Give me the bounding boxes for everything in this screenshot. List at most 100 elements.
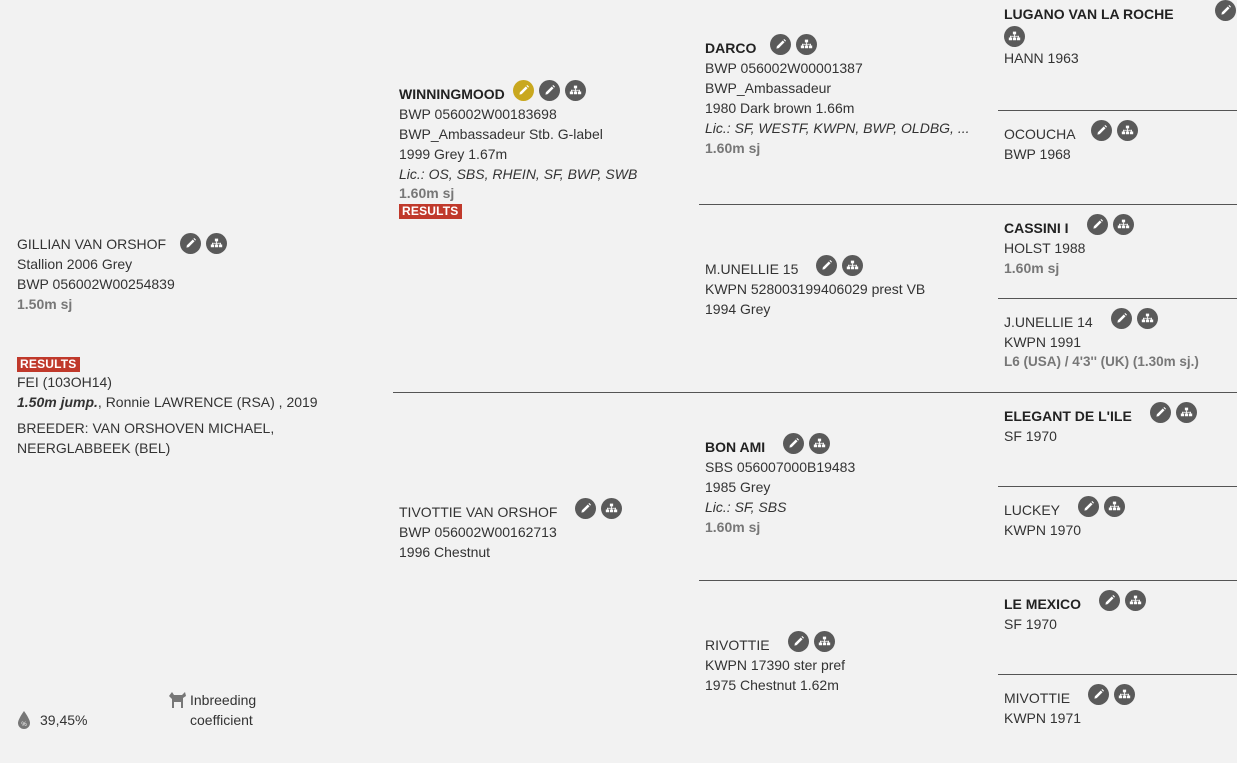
dam-info: 1996 Chestnut xyxy=(399,544,491,560)
gp-ds-registration: SBS 056007000B19483 xyxy=(705,459,856,475)
gp-ds-name[interactable]: BON AMI xyxy=(705,439,766,455)
ggp-sdd-info: KWPN 1991 xyxy=(1004,334,1082,350)
pencil-icon[interactable] xyxy=(1099,589,1121,611)
subject-sport: 1.50m sj xyxy=(17,296,73,312)
ggp-dds-name[interactable]: LE MEXICO xyxy=(1004,596,1082,612)
pencil-icon[interactable] xyxy=(1149,401,1171,423)
sire-licences: Lic.: OS, SBS, RHEIN, SF, BWP, SWB xyxy=(399,166,638,182)
ggp-sdd-name[interactable]: J.UNELLIE 14 xyxy=(1004,314,1093,330)
ggp-sdd-sport: L6 (USA) / 4'3'' (UK) (1.30m sj.) xyxy=(1004,354,1199,369)
ggp-sds-sport: 1.60m sj xyxy=(1004,260,1060,276)
results-button[interactable]: RESULTS xyxy=(17,357,80,372)
pencil-icon[interactable] xyxy=(816,254,838,276)
pencil-icon[interactable] xyxy=(1088,683,1110,705)
pencil-icon[interactable] xyxy=(1090,119,1112,141)
drop-percent-icon: % xyxy=(18,711,30,729)
ggp-ssd-info: BWP 1968 xyxy=(1004,146,1071,162)
ggp-dds-info: SF 1970 xyxy=(1004,616,1057,632)
subject-info: Stallion 2006 Grey xyxy=(17,256,133,272)
pedigree-tree-icon[interactable] xyxy=(1136,307,1158,329)
inbreeding-label-block[interactable]: Inbreeding coefficient xyxy=(166,690,256,730)
pedigree-tree-icon[interactable] xyxy=(564,79,586,101)
divider xyxy=(699,204,1237,205)
great-grandparent-sss: LUGANO VAN LA ROCHE HANN 1963 xyxy=(1004,0,1236,68)
subject-results: RESULTS FEI (103OH14) 1.50m jump., Ronni… xyxy=(17,355,377,458)
gp-ss-studbook: BWP_Ambassadeur xyxy=(705,80,832,96)
grandparent-sd: M.UNELLIE 15 KWPN 528003199406029 prest … xyxy=(705,254,990,319)
ggp-dss-name[interactable]: ELEGANT DE L'ILE xyxy=(1004,408,1132,424)
ggp-dsd-info: KWPN 1970 xyxy=(1004,522,1082,538)
pencil-icon[interactable] xyxy=(575,497,597,519)
best-result-level: 1.50m jump. xyxy=(17,394,98,410)
ggp-sss-name[interactable]: LUGANO VAN LA ROCHE xyxy=(1004,6,1174,22)
grandparent-ds: BON AMI SBS 056007000B19483 1985 Grey Li… xyxy=(705,432,990,537)
divider xyxy=(998,298,1237,299)
subject-panel: GILLIAN VAN ORSHOF Stallion 2006 Grey BW… xyxy=(17,233,377,314)
divider xyxy=(393,392,1237,393)
ggp-dss-info: SF 1970 xyxy=(1004,428,1057,444)
gp-sd-name[interactable]: M.UNELLIE 15 xyxy=(705,261,799,277)
pedigree-tree-icon[interactable] xyxy=(1112,213,1134,235)
inbreeding-label-2: coefficient xyxy=(190,712,253,728)
pedigree-tree-icon[interactable] xyxy=(813,630,835,652)
pedigree-tree-icon[interactable] xyxy=(1175,401,1197,423)
great-grandparent-dsd: LUCKEY KWPN 1970 xyxy=(1004,495,1234,540)
ggp-ddd-info: KWPN 1971 xyxy=(1004,710,1082,726)
breeder-line-2: NEERGLABBEEK (BEL) xyxy=(17,440,171,456)
horse-icon xyxy=(169,692,186,708)
sire-name[interactable]: WINNINGMOOD xyxy=(399,86,505,102)
gold-pencil-icon[interactable] xyxy=(512,79,534,101)
pedigree-tree-icon[interactable] xyxy=(1104,495,1126,517)
sire-results-button[interactable]: RESULTS xyxy=(399,204,462,219)
ggp-sds-name[interactable]: CASSINI I xyxy=(1004,220,1069,236)
pencil-icon[interactable] xyxy=(1215,0,1236,21)
ggp-ssd-name[interactable]: OCOUCHA xyxy=(1004,126,1076,142)
inbreeding-label-1: Inbreeding xyxy=(190,692,257,708)
gp-sd-info: 1994 Grey xyxy=(705,301,771,317)
pencil-icon[interactable] xyxy=(538,79,560,101)
gp-dd-name[interactable]: RIVOTTIE xyxy=(705,637,770,653)
sire-info: 1999 Grey 1.67m xyxy=(399,146,508,162)
ggp-dsd-name[interactable]: LUCKEY xyxy=(1004,502,1061,518)
pedigree-tree-icon[interactable] xyxy=(1114,683,1136,705)
great-grandparent-ddd: MIVOTTIE KWPN 1971 xyxy=(1004,683,1234,728)
divider xyxy=(998,110,1237,111)
ggp-sss-info: HANN 1963 xyxy=(1004,50,1079,66)
pencil-icon[interactable] xyxy=(770,33,792,55)
pedigree-tree-icon[interactable] xyxy=(842,254,864,276)
pedigree-tree-icon[interactable] xyxy=(601,497,623,519)
dam-name[interactable]: TIVOTTIE VAN ORSHOF xyxy=(399,504,558,520)
gp-ss-registration: BWP 056002W00001387 xyxy=(705,60,863,76)
pencil-icon[interactable] xyxy=(1110,307,1132,329)
gp-dd-registration: KWPN 17390 ster pref xyxy=(705,657,846,673)
sire-panel: WINNINGMOOD BWP 056002W00183698 BWP_Amba… xyxy=(399,79,689,219)
gp-dd-info: 1975 Chestnut 1.62m xyxy=(705,677,839,693)
pencil-icon[interactable] xyxy=(180,233,202,254)
gp-ds-licences: Lic.: SF, SBS xyxy=(705,499,787,515)
pedigree-tree-icon[interactable] xyxy=(1004,25,1025,47)
pedigree-tree-icon[interactable] xyxy=(1125,589,1147,611)
great-grandparent-dss: ELEGANT DE L'ILE SF 1970 xyxy=(1004,401,1234,446)
great-grandparent-ssd: OCOUCHA BWP 1968 xyxy=(1004,119,1234,164)
pedigree-tree-icon[interactable] xyxy=(1116,119,1138,141)
gp-ss-licences: Lic.: SF, WESTF, KWPN, BWP, OLDBG, ... xyxy=(705,120,970,136)
pedigree-tree-icon[interactable] xyxy=(206,233,228,254)
pencil-icon[interactable] xyxy=(787,630,809,652)
pedigree-tree-icon[interactable] xyxy=(809,432,831,454)
pencil-icon[interactable] xyxy=(1078,495,1100,517)
gp-ss-name[interactable]: DARCO xyxy=(705,40,757,56)
pedigree-tree-icon[interactable] xyxy=(796,33,818,55)
pencil-icon[interactable] xyxy=(1086,213,1108,235)
dam-panel: TIVOTTIE VAN ORSHOF BWP 056002W00162713 … xyxy=(399,497,689,562)
gp-sd-registration: KWPN 528003199406029 prest VB xyxy=(705,281,926,297)
ggp-ddd-name[interactable]: MIVOTTIE xyxy=(1004,690,1071,706)
divider xyxy=(699,580,1237,581)
gp-ss-info: 1980 Dark brown 1.66m xyxy=(705,100,855,116)
pencil-icon[interactable] xyxy=(783,432,805,454)
svg-text:%: % xyxy=(21,722,27,728)
subject-name[interactable]: GILLIAN VAN ORSHOF xyxy=(17,235,167,252)
breeder-line-1: BREEDER: VAN ORSHOVEN MICHAEL, xyxy=(17,420,275,436)
sire-sport: 1.60m sj xyxy=(399,185,455,201)
great-grandparent-sdd: J.UNELLIE 14 KWPN 1991 L6 (USA) / 4'3'' … xyxy=(1004,307,1236,372)
best-result-detail: , Ronnie LAWRENCE (RSA) , 2019 xyxy=(97,394,318,410)
